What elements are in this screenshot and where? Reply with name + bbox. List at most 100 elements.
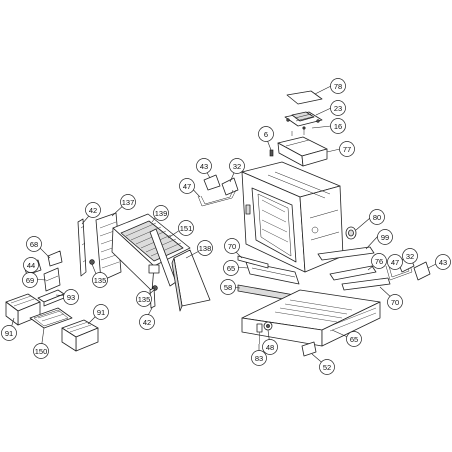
callout-135: 135 [136, 291, 152, 307]
callout-circle [435, 254, 451, 270]
callout-number: 48 [266, 343, 274, 352]
callout-number: 91 [97, 308, 105, 317]
callout-circle [179, 178, 195, 194]
callout-47: 47 [387, 254, 403, 270]
callout-number: 93 [67, 293, 75, 302]
part-70-rail-left [237, 255, 269, 269]
callout-77: 77 [339, 141, 355, 157]
part-47-holder-left [197, 189, 237, 207]
part-138-side-cover [171, 249, 211, 312]
callout-139: 139 [153, 205, 169, 221]
callout-80: 80 [369, 209, 385, 225]
callout-65: 65 [223, 260, 239, 276]
callout-circle [63, 289, 79, 305]
part-91-ash-pan-left [5, 293, 41, 326]
callout-43: 43 [435, 254, 451, 270]
callout-number: 139 [155, 209, 168, 218]
part-42-side-strip [77, 218, 87, 277]
callout-151: 151 [178, 220, 194, 236]
callout-42: 42 [139, 314, 155, 330]
callout-number: 76 [375, 257, 383, 266]
part-139-glass-door [111, 213, 191, 292]
callout-number: 135 [94, 276, 107, 285]
callout-69: 69 [22, 272, 38, 288]
callout-circle [178, 220, 194, 236]
callout-number: 47 [183, 182, 191, 191]
callout-circle [229, 158, 245, 174]
callout-circle [346, 331, 362, 347]
part-52-clamp [301, 341, 317, 357]
part-43-plate-right [413, 261, 431, 281]
callout-91: 91 [93, 304, 109, 320]
callout-circle [319, 359, 335, 375]
callout-circle [371, 253, 387, 269]
callout-number: 69 [26, 276, 34, 285]
callout-number: 16 [334, 122, 342, 131]
callout-circle [330, 100, 346, 116]
callout-circle [1, 325, 17, 341]
callout-number: 42 [143, 318, 151, 327]
part-32-clip-left [221, 177, 239, 196]
callout-number: 77 [343, 145, 351, 154]
callout-43: 43 [196, 158, 212, 174]
callout-70: 70 [387, 294, 403, 310]
callout-number: 80 [373, 213, 381, 222]
callout-32: 32 [402, 248, 418, 264]
callout-48: 48 [262, 339, 278, 355]
callout-number: 23 [334, 104, 342, 113]
callout-68: 68 [26, 236, 42, 252]
part-23-control-board [284, 111, 323, 127]
callout-number: 151 [180, 224, 193, 233]
callout-circle [85, 202, 101, 218]
callout-circle [197, 240, 213, 256]
callout-number: 135 [138, 295, 151, 304]
part-77-bracket-box [277, 136, 328, 167]
callout-47: 47 [179, 178, 195, 194]
callout-number: 138 [199, 244, 212, 253]
part-135-screw-upper [89, 259, 95, 265]
part-78-plate [286, 90, 323, 105]
callout-number: 70 [228, 242, 236, 251]
callout-number: 65 [350, 335, 358, 344]
callout-circle [387, 254, 403, 270]
callout-circle [330, 78, 346, 94]
callout-circle [339, 141, 355, 157]
callout-number: 70 [391, 298, 399, 307]
callout-circle [330, 118, 346, 134]
callout-93: 93 [63, 289, 79, 305]
callout-70: 70 [224, 238, 240, 254]
callout-circle [220, 279, 236, 295]
callout-circle [153, 205, 169, 221]
callout-number: 83 [255, 354, 263, 363]
part-99-rail [317, 246, 375, 261]
callout-circle [93, 304, 109, 320]
callout-78: 78 [330, 78, 346, 94]
callout-circle [251, 350, 267, 366]
callout-circle [33, 343, 49, 359]
part-68-bracket [47, 250, 63, 267]
callout-circle [26, 236, 42, 252]
callout-circle [369, 209, 385, 225]
part-83-fitting [256, 323, 263, 344]
callout-number: 78 [334, 82, 342, 91]
part-43-plate-left [203, 174, 221, 191]
callout-number: 91 [5, 329, 13, 338]
callout-number: 43 [439, 258, 447, 267]
part-65-front-rail [245, 261, 300, 285]
callout-circle [136, 291, 152, 307]
callout-number: 65 [227, 264, 235, 273]
part-76-bracket [329, 265, 377, 281]
part-69-bracket [43, 267, 61, 292]
callout-65: 65 [346, 331, 362, 347]
callout-number: 47 [391, 258, 399, 267]
callout-16: 16 [330, 118, 346, 134]
callout-44: 44 [23, 257, 39, 273]
callout-circle [258, 126, 274, 142]
part-93-rail [37, 289, 65, 307]
callout-83: 83 [251, 350, 267, 366]
callout-circle [139, 314, 155, 330]
callout-circle [223, 260, 239, 276]
callout-number: 44 [27, 261, 35, 270]
callout-99: 99 [377, 229, 393, 245]
